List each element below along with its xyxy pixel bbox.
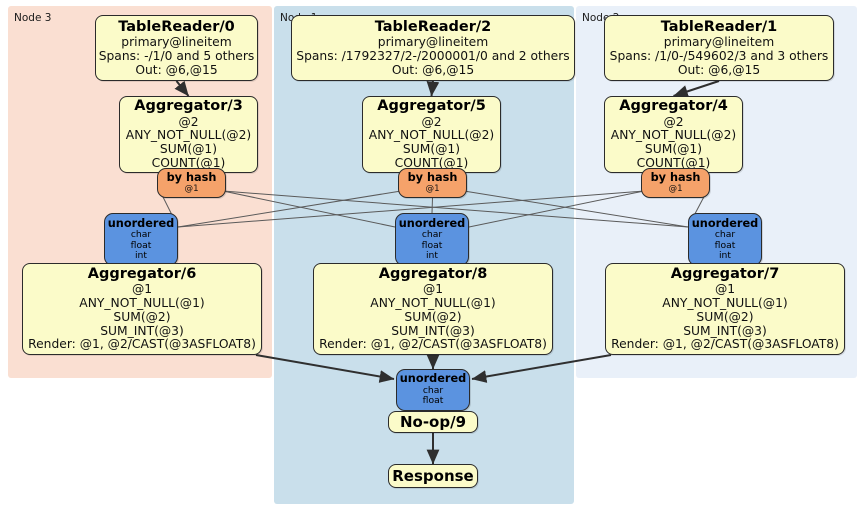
node-title: by hash bbox=[650, 170, 701, 184]
node-title: TableReader/1 bbox=[660, 18, 778, 35]
node-detail-line: SUM_INT(@3) bbox=[100, 323, 184, 338]
node-detail-line: Spans: /1792327/2-/2000001/0 and 2 other… bbox=[296, 48, 570, 63]
node-title: TableReader/2 bbox=[374, 18, 492, 35]
node-detail-line: float bbox=[130, 239, 152, 251]
node-detail-line: @1 bbox=[422, 282, 444, 297]
node-detail-line: @2 bbox=[663, 114, 684, 129]
node-title: No-op/9 bbox=[399, 412, 467, 431]
node-detail-line: char bbox=[421, 229, 443, 241]
node-title: Aggregator/7 bbox=[670, 265, 780, 282]
node-detail-line: ANY_NOT_NULL(@1) bbox=[79, 295, 205, 310]
node-detail-line: ANY_NOT_NULL(@2) bbox=[125, 128, 252, 143]
node-title: Aggregator/4 bbox=[619, 98, 728, 115]
node-title: by hash bbox=[166, 170, 217, 184]
node-detail-line: char bbox=[130, 229, 152, 241]
node-detail-line: SUM(@1) bbox=[159, 142, 218, 157]
graph-node-noop9[interactable]: No-op/9 bbox=[388, 411, 478, 433]
node-detail-line: char bbox=[422, 385, 444, 397]
node-detail-line: int bbox=[426, 249, 438, 261]
node-title: Aggregator/5 bbox=[377, 98, 486, 115]
node-detail-line: Render: @1, @2/CAST(@3ASFLOAT8) bbox=[28, 337, 256, 352]
node-detail-line: Spans: /1/0-/549602/3 and 3 others bbox=[609, 48, 829, 63]
node-detail-line: SUM(@2) bbox=[113, 309, 171, 324]
node-detail-line: Out: @6,@15 bbox=[391, 62, 475, 77]
node-detail-line: float bbox=[422, 395, 444, 407]
cluster-label-node3: Node 3 bbox=[14, 12, 52, 24]
node-detail-line: COUNT(@1) bbox=[151, 155, 226, 170]
node-detail-line: ANY_NOT_NULL(@1) bbox=[370, 295, 496, 310]
cluster-label-node2: Node 2 bbox=[582, 12, 620, 24]
node-title: unordered bbox=[399, 372, 467, 386]
node-title: Aggregator/8 bbox=[378, 265, 488, 282]
node-title: Aggregator/3 bbox=[134, 98, 243, 115]
graph-node-byhash5[interactable]: by hash@1 bbox=[398, 168, 467, 198]
node-detail-line: float bbox=[714, 239, 736, 251]
node-detail-line: COUNT(@1) bbox=[636, 155, 711, 170]
node-detail-line: Spans: -/1/0 and 5 others bbox=[98, 48, 255, 63]
node-detail-line: SUM(@2) bbox=[404, 309, 462, 324]
node-title: unordered bbox=[398, 216, 466, 230]
node-title: unordered bbox=[107, 216, 175, 230]
node-detail-line: Out: @6,@15 bbox=[135, 62, 218, 77]
node-detail-line: SUM_INT(@3) bbox=[391, 323, 475, 338]
node-detail-line: @1 bbox=[714, 282, 736, 297]
graph-node-byhash4[interactable]: by hash@1 bbox=[641, 168, 710, 198]
node-detail-line: primary@lineitem bbox=[121, 34, 232, 49]
node-detail-line: @1 bbox=[668, 183, 683, 194]
node-title: TableReader/0 bbox=[118, 18, 235, 35]
node-detail-line: primary@lineitem bbox=[663, 34, 775, 49]
node-detail-line: @2 bbox=[178, 114, 199, 129]
graph-node-byhash3[interactable]: by hash@1 bbox=[157, 168, 226, 198]
node-detail-line: COUNT(@1) bbox=[394, 155, 469, 170]
node-detail-line: Render: @1, @2/CAST(@3ASFLOAT8) bbox=[611, 337, 839, 352]
node-detail-line: @1 bbox=[131, 282, 153, 297]
node-detail-line: SUM_INT(@3) bbox=[683, 323, 767, 338]
node-title: Aggregator/6 bbox=[87, 265, 197, 282]
node-detail-line: ANY_NOT_NULL(@2) bbox=[368, 128, 495, 143]
node-detail-line: ANY_NOT_NULL(@1) bbox=[662, 295, 788, 310]
node-detail-line: SUM(@1) bbox=[644, 142, 703, 157]
node-detail-line: ANY_NOT_NULL(@2) bbox=[610, 128, 737, 143]
node-detail-line: SUM(@1) bbox=[402, 142, 461, 157]
node-detail-line: @2 bbox=[421, 114, 442, 129]
node-detail-line: char bbox=[714, 229, 736, 241]
node-detail-line: Out: @6,@15 bbox=[677, 62, 761, 77]
node-detail-line: @1 bbox=[425, 183, 440, 194]
node-title: by hash bbox=[407, 170, 458, 184]
node-detail-line: SUM(@2) bbox=[696, 309, 754, 324]
node-detail-line: int bbox=[135, 249, 147, 261]
node-detail-line: Render: @1, @2/CAST(@3ASFLOAT8) bbox=[319, 337, 547, 352]
node-detail-line: @1 bbox=[184, 183, 199, 194]
node-title: unordered bbox=[691, 216, 759, 230]
node-title: Response bbox=[392, 466, 474, 485]
node-detail-line: float bbox=[421, 239, 443, 251]
graph-node-response[interactable]: Response bbox=[388, 464, 478, 488]
node-detail-line: primary@lineitem bbox=[377, 34, 489, 49]
node-detail-line: int bbox=[719, 249, 731, 261]
